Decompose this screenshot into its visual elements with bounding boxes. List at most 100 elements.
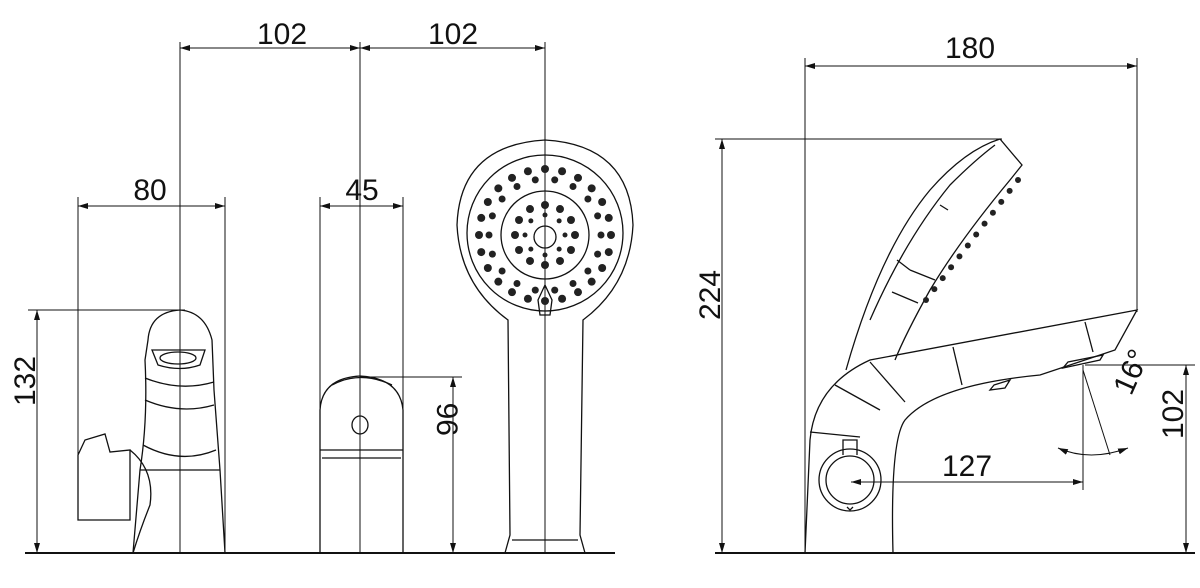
dimension-handle-height: 96 — [360, 376, 464, 553]
dimension-spacing-right: 102 — [360, 18, 545, 51]
nozzle-dot — [556, 256, 564, 265]
nozzle-dot — [956, 253, 963, 260]
nozzle-dot — [498, 195, 506, 203]
nozzle-dot — [569, 279, 577, 287]
dimension-spout-width: 80 — [77, 174, 226, 553]
nozzle-dot — [989, 209, 996, 216]
dimension-label: 127 — [942, 450, 992, 483]
nozzle-dot — [594, 250, 602, 258]
nozzle-dot — [488, 250, 496, 258]
nozzle-dot — [598, 264, 607, 272]
nozzle-dot — [607, 231, 615, 239]
dimension-label: 16° — [1107, 345, 1156, 400]
nozzle-dot — [597, 231, 605, 239]
handle-front-view — [319, 375, 404, 553]
nozzle-dot — [1015, 177, 1021, 183]
nozzle-dot — [528, 246, 534, 252]
nozzle-dot — [523, 294, 532, 303]
dimension-outlet-height: 102 — [1085, 364, 1195, 553]
nozzle-dot — [531, 286, 539, 294]
nozzle-dot — [483, 264, 492, 272]
nozzle-dot — [923, 297, 929, 303]
nozzle-dot — [566, 216, 575, 224]
nozzle-dot — [584, 267, 592, 275]
nozzle-dot — [528, 218, 534, 224]
nozzle-dot — [598, 198, 607, 206]
nozzle-dot — [558, 294, 567, 303]
mixer-side-view — [804, 309, 1139, 554]
nozzle-dot — [542, 212, 548, 218]
dimension-label: 80 — [133, 174, 166, 207]
nozzle-dot — [541, 201, 549, 209]
nozzle-dot — [948, 264, 955, 271]
dimension-spout-height: 132 — [9, 309, 185, 553]
nozzle-dot — [562, 232, 568, 238]
hand-shower-side-view — [845, 138, 1023, 371]
dimension-spout-reach: 127 — [851, 365, 1084, 490]
dimension-label: 102 — [428, 18, 478, 51]
dimension-side-height: 224 — [694, 138, 1002, 553]
nozzle-dot — [526, 205, 534, 214]
dimension-label: 102 — [257, 18, 307, 51]
nozzle-dot — [494, 184, 503, 193]
nozzle-dot — [973, 231, 980, 238]
dimension-label: 180 — [945, 32, 995, 65]
dimension-label: 45 — [345, 174, 378, 207]
nozzle-dot — [587, 277, 596, 286]
nozzle-dot — [531, 176, 539, 184]
nozzle-dot — [488, 212, 496, 220]
nozzle-dot — [475, 231, 483, 239]
nozzle-dot — [571, 231, 579, 239]
nozzle-dot — [522, 232, 528, 238]
nozzle-dot — [515, 246, 524, 254]
nozzle-dot — [523, 167, 532, 176]
nozzle-dot — [483, 198, 492, 206]
nozzle-dot — [1006, 187, 1013, 194]
nozzle-dot — [485, 231, 493, 239]
nozzle-dot — [526, 256, 534, 265]
nozzle-dot — [541, 165, 549, 173]
spout-front-view — [77, 309, 226, 554]
nozzle-dot — [981, 220, 988, 227]
nozzle-dot — [513, 279, 521, 287]
nozzle-dot — [477, 213, 486, 222]
nozzle-dot — [542, 252, 548, 258]
nozzle-dot — [508, 173, 516, 182]
nozzle-dot — [931, 286, 938, 293]
dimension-label: 102 — [1157, 389, 1190, 439]
nozzle-dot — [998, 198, 1005, 205]
dimension-side-depth: 180 — [804, 32, 1138, 553]
nozzle-dot — [574, 173, 582, 182]
dimension-spacing-left: 102 — [180, 18, 360, 51]
nozzle-dot — [498, 267, 506, 275]
nozzle-dot — [574, 288, 582, 297]
dimension-label: 132 — [9, 356, 42, 406]
nozzle-dot — [508, 288, 516, 297]
nozzle-dot — [566, 246, 575, 254]
nozzle-dot — [604, 213, 613, 222]
dimension-label: 224 — [694, 270, 727, 320]
dimension-handle-width: 45 — [319, 174, 404, 553]
nozzle-dot — [939, 275, 946, 282]
nozzle-dot — [594, 212, 602, 220]
nozzle-dot — [541, 297, 549, 305]
nozzle-dot — [477, 248, 486, 257]
nozzle-dot — [511, 231, 519, 239]
nozzle-dot — [604, 248, 613, 257]
nozzle-dot — [551, 286, 559, 294]
nozzle-dot — [587, 184, 596, 193]
nozzle-dot — [569, 183, 577, 191]
nozzle-dot — [556, 218, 562, 224]
nozzle-dot — [515, 216, 524, 224]
hand-shower-front-view — [456, 139, 634, 554]
nozzle-dot — [551, 176, 559, 184]
nozzle-dot — [494, 277, 503, 286]
nozzle-dot — [964, 242, 971, 249]
dimension-label: 96 — [431, 403, 464, 436]
nozzle-dot — [556, 246, 562, 252]
nozzle-dot — [584, 195, 592, 203]
nozzle-dot — [541, 261, 549, 269]
nozzle-dot — [513, 183, 521, 191]
nozzle-dot — [556, 205, 564, 214]
